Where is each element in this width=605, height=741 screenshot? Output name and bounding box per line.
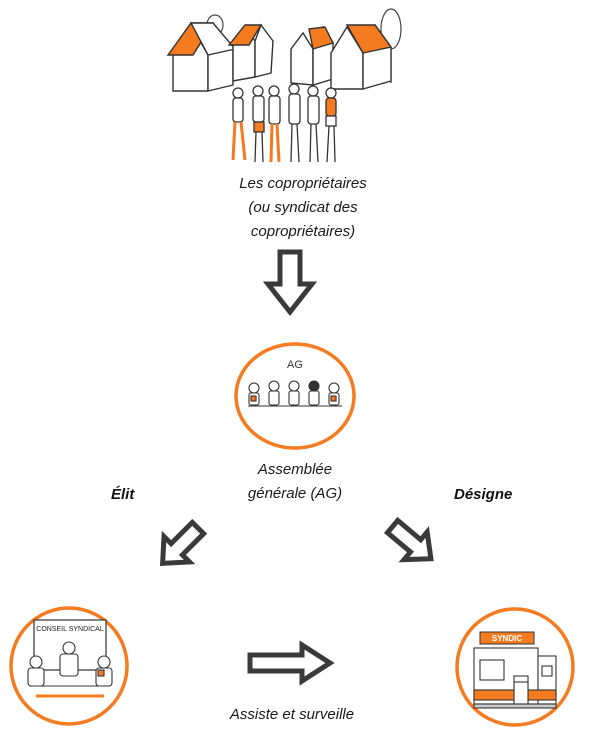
arrow-to-syndic: [383, 516, 434, 563]
elects-label: Élit: [111, 486, 135, 503]
arrow-assists: [247, 640, 335, 686]
designates-label: Désigne: [454, 486, 513, 503]
person-6: [325, 87, 337, 163]
down-arrow: [262, 249, 318, 317]
person-5: [307, 85, 320, 163]
assembly-illustration: AG: [234, 342, 356, 450]
owners-caption: Les copropriétaires (ou syndicat des cop…: [239, 175, 367, 240]
assists-caption: Assiste et surveille: [229, 706, 355, 723]
person-4: [288, 83, 301, 163]
house-3: [290, 25, 334, 86]
assembly-caption: Assemblée générale (AG): [247, 461, 343, 502]
people-group: [231, 83, 337, 163]
house-4: [330, 23, 393, 90]
syndic-sign: SYNDIC: [492, 634, 522, 643]
house-2: [227, 23, 274, 82]
person-3: [268, 85, 281, 163]
owners-illustration: [166, 8, 402, 163]
arrow-to-council: [159, 518, 208, 567]
council-illustration: CONSEIL SYNDICAL: [9, 606, 129, 726]
house-1: [166, 22, 237, 92]
person-2: [252, 85, 265, 163]
assembly-badge: AG: [287, 359, 303, 371]
council-sign: CONSEIL SYNDICAL: [36, 626, 104, 633]
person-1: [231, 87, 247, 161]
syndic-illustration: SYNDIC: [455, 607, 575, 727]
